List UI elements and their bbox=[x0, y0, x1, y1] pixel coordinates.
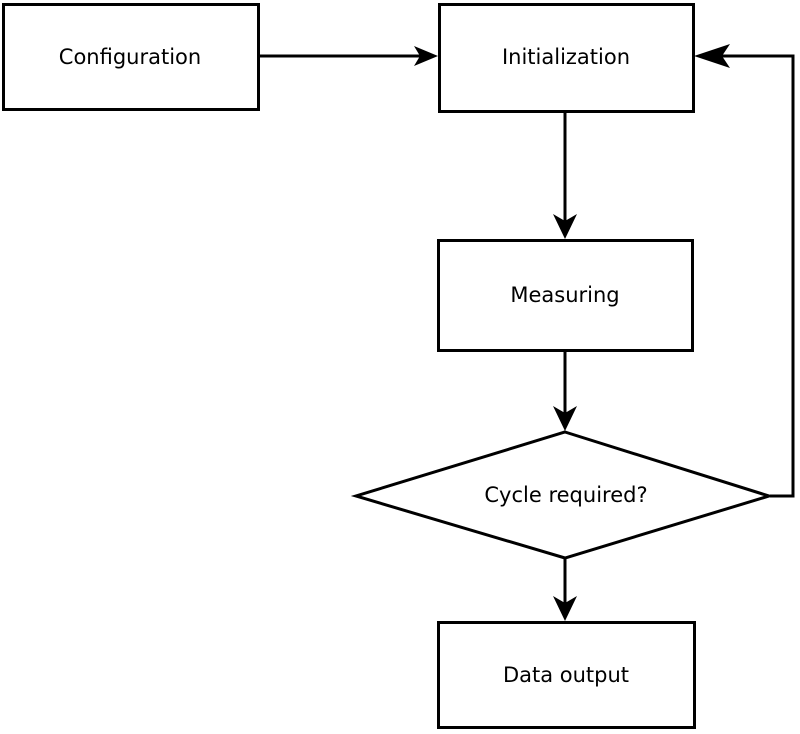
node-data-output[interactable]: Data output bbox=[437, 621, 696, 729]
edge-cycle-required-to-data-output bbox=[553, 559, 577, 621]
edge-line bbox=[702, 54, 795, 498]
data-output-box[interactable] bbox=[437, 621, 696, 729]
initialization-box[interactable] bbox=[438, 3, 695, 113]
configuration-box[interactable] bbox=[2, 3, 260, 111]
arrowhead-icon bbox=[553, 596, 577, 621]
edge-cycle-required-to-initialization-loop bbox=[694, 44, 795, 498]
node-measuring[interactable]: Measuring bbox=[437, 239, 694, 352]
arrowhead-icon bbox=[553, 406, 577, 431]
arrowhead-icon bbox=[553, 214, 577, 239]
edge-measuring-to-cycle-required bbox=[553, 351, 577, 431]
edge-initialization-to-measuring bbox=[553, 112, 577, 239]
node-configuration[interactable]: Configuration bbox=[2, 3, 260, 111]
node-cycle-required[interactable]: Cycle required? bbox=[350, 430, 775, 560]
arrowhead-icon bbox=[694, 44, 730, 68]
measuring-box[interactable] bbox=[437, 239, 694, 352]
arrowhead-icon bbox=[414, 46, 438, 66]
cycle-required-diamond[interactable] bbox=[350, 430, 775, 560]
edge-configuration-to-initialization bbox=[259, 46, 438, 66]
node-initialization[interactable]: Initialization bbox=[438, 3, 695, 113]
